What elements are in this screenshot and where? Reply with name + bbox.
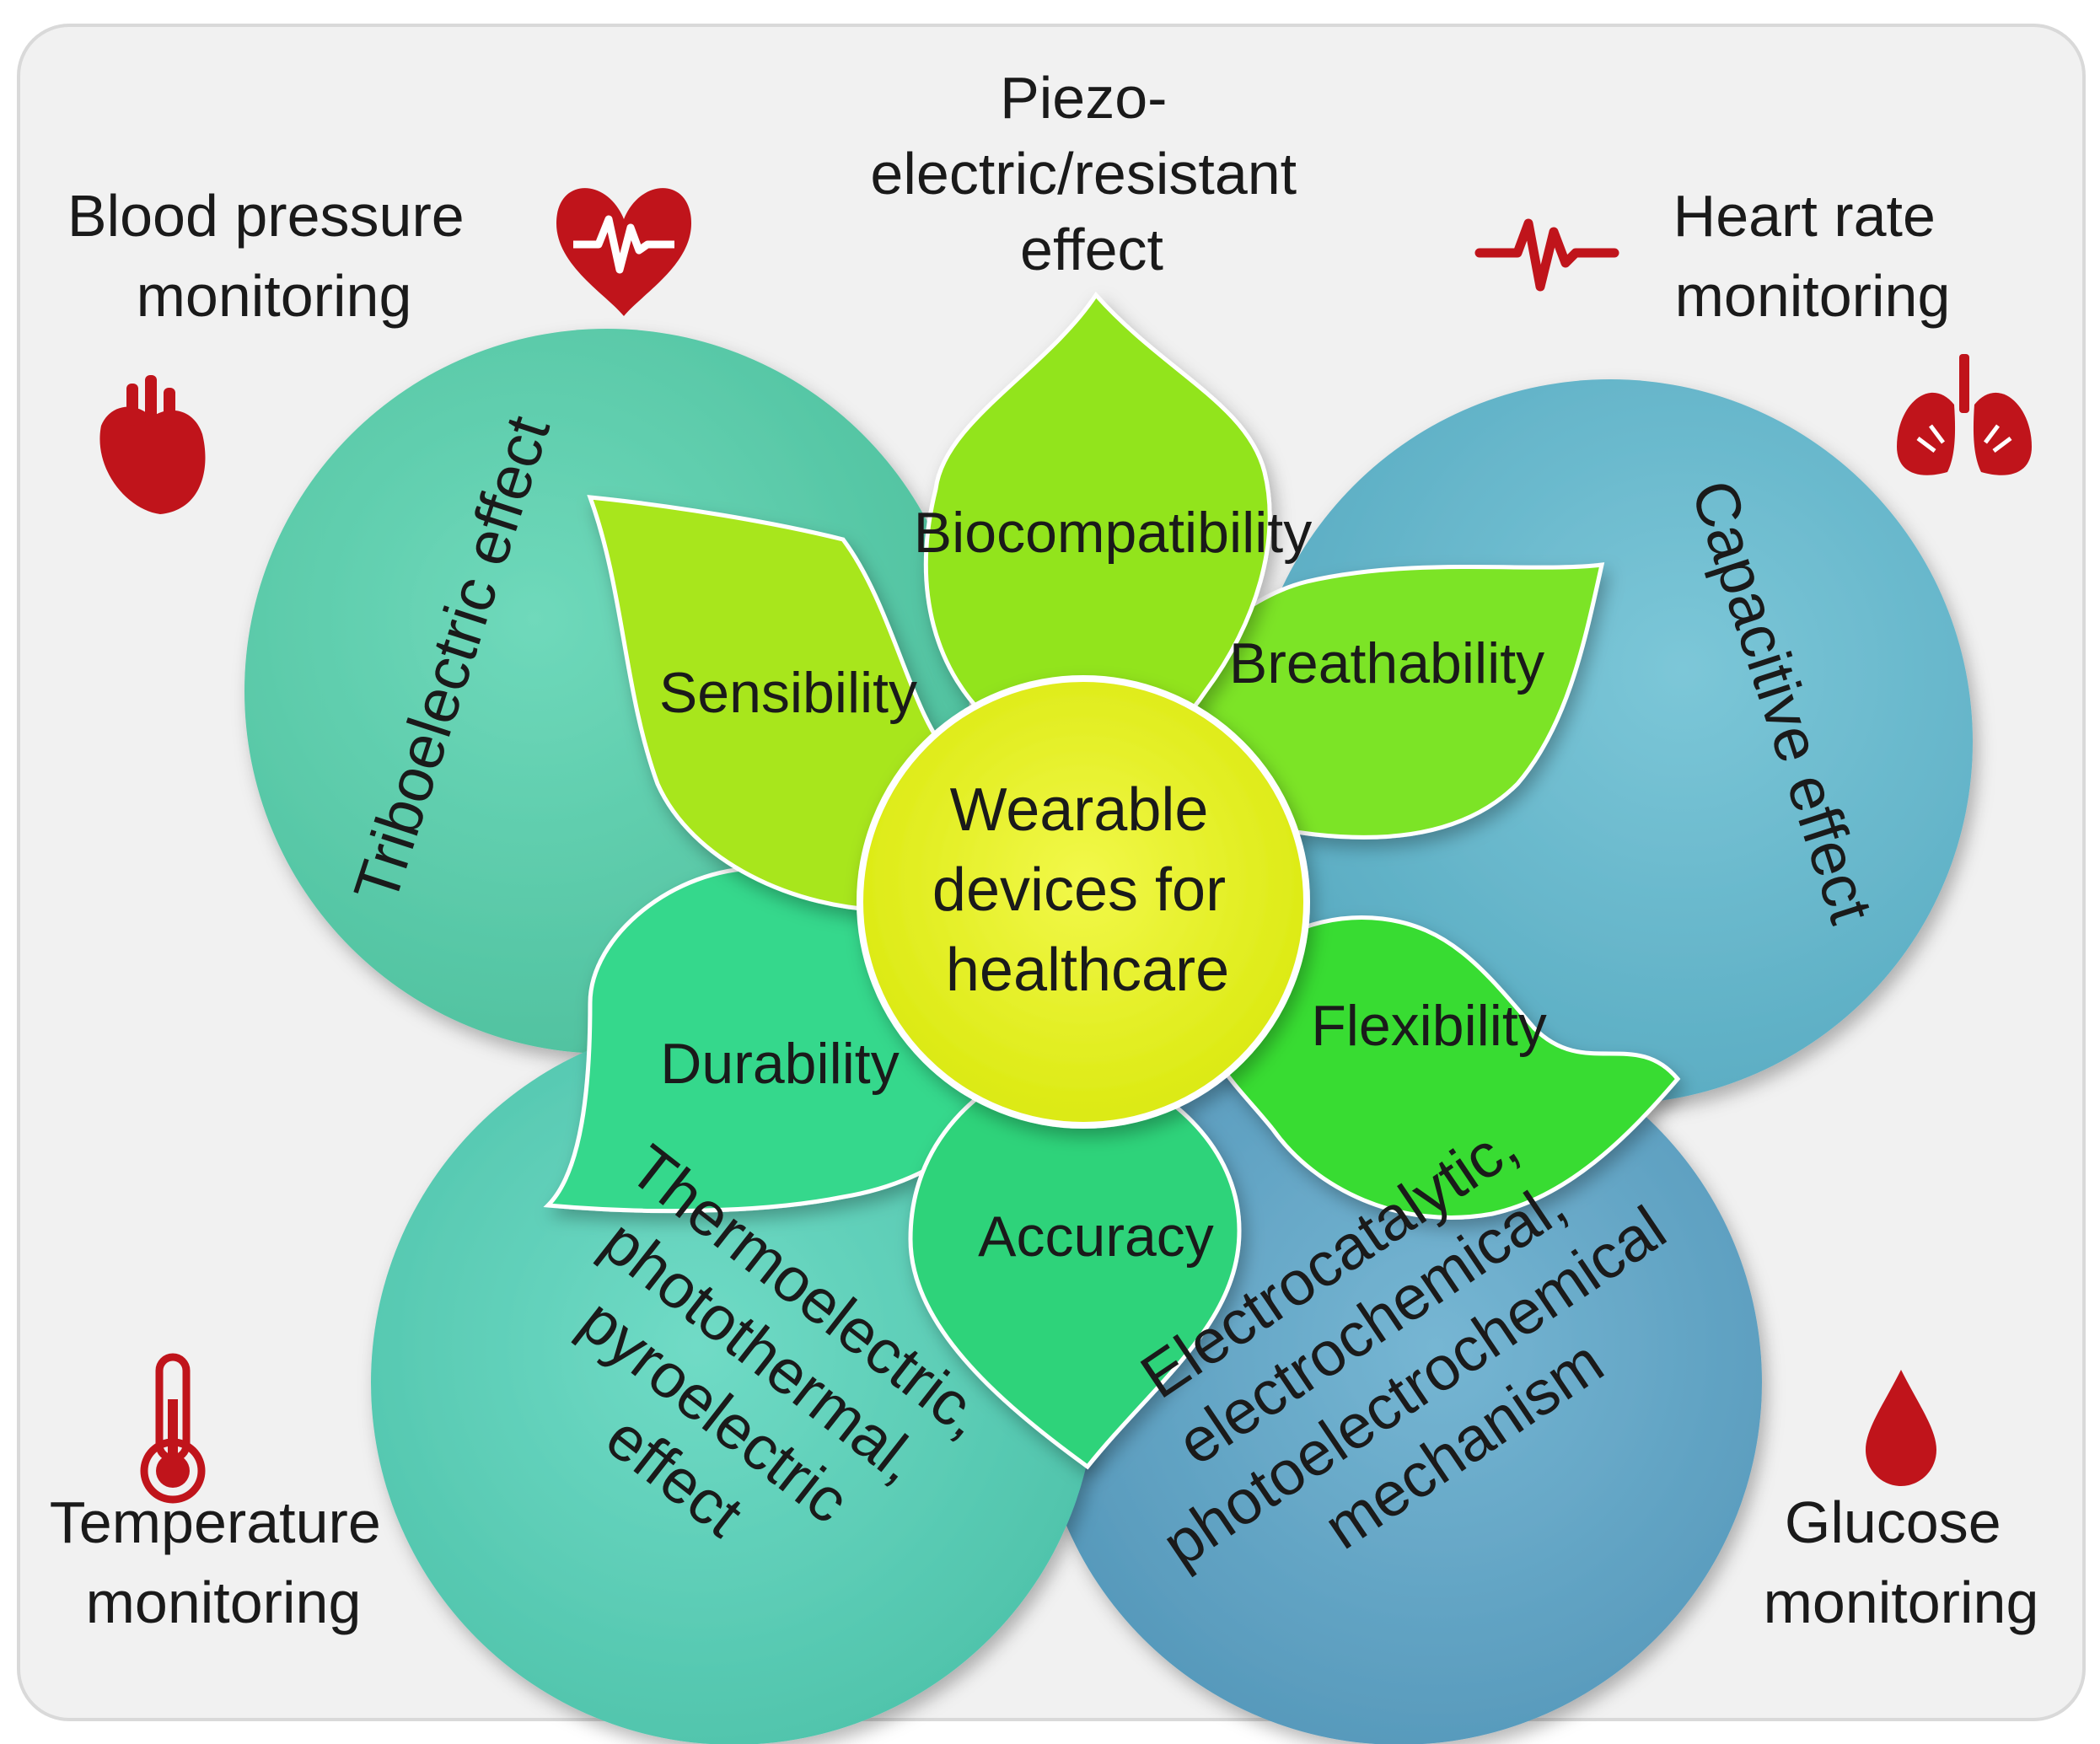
center-circle <box>857 675 1310 1129</box>
heart-ecg-icon <box>556 188 691 317</box>
petal-accuracy <box>908 1068 1242 1470</box>
anatomical-heart-icon <box>99 375 206 514</box>
center-label: Wearable devices for healthcare <box>932 776 1243 1004</box>
petal-label-durability: Durability <box>660 1032 899 1096</box>
lobe-capacitive <box>1248 379 1973 1104</box>
petal-label-accuracy: Accuracy <box>978 1205 1214 1269</box>
petal-label-flexibility: Flexibility <box>1311 994 1547 1058</box>
lungs-icon <box>1897 354 2032 475</box>
pulse-wave-icon <box>1474 218 1619 292</box>
blood-drop-icon <box>1866 1370 1936 1486</box>
application-label-glucose: Glucose monitoring <box>1764 1489 2039 1635</box>
petal-flexibility <box>1195 915 1681 1220</box>
thermometer-icon <box>140 1353 206 1504</box>
application-label-blood-pressure: Blood pressure monitoring <box>67 183 481 329</box>
application-label-temperature: Temperature monitoring <box>50 1489 397 1635</box>
petal-label-sensibility: Sensibility <box>659 661 917 725</box>
mechanism-label-piezo: Piezo- electric/resistant effect <box>870 65 1313 282</box>
petal-label-biocompatibility: Biocompatibility <box>914 501 1312 565</box>
petal-label-breathability: Breathability <box>1229 631 1544 695</box>
application-label-heart-rate: Heart rate monitoring <box>1673 183 1952 329</box>
